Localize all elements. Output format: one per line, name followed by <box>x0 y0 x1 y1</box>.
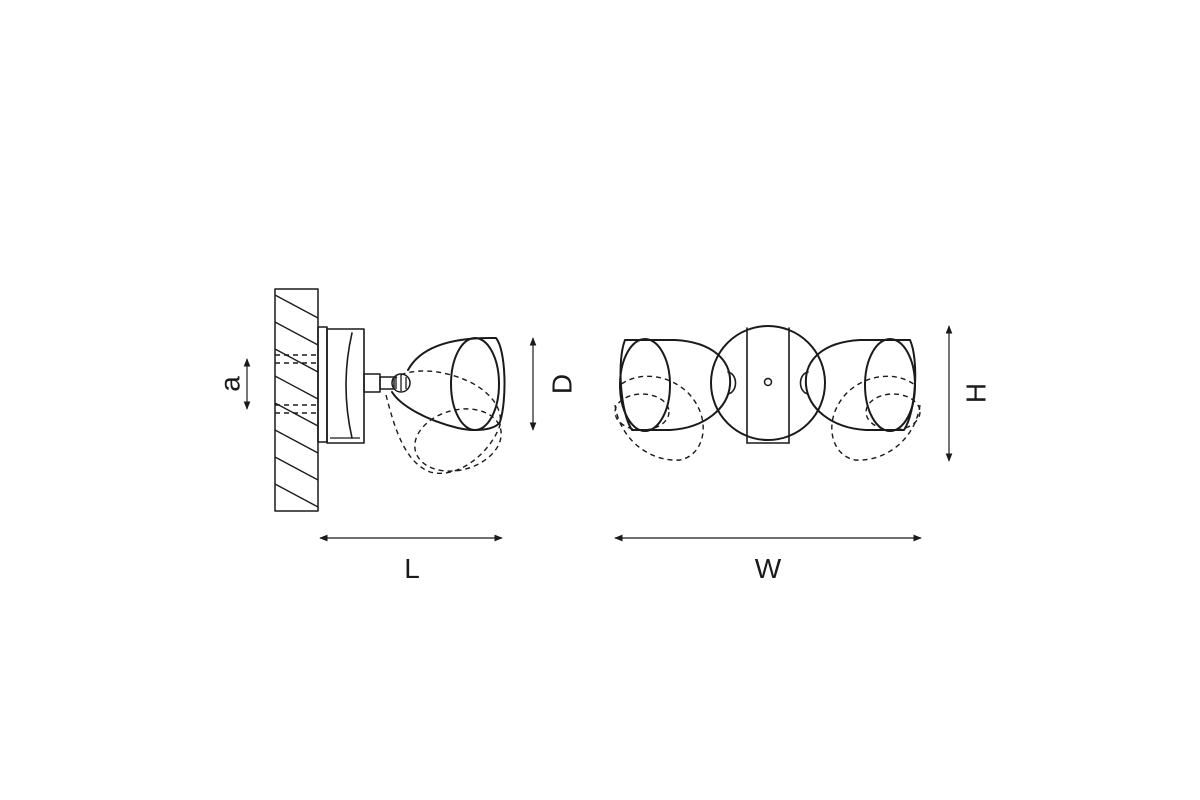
mounting-base <box>317 326 365 444</box>
swivel-joint <box>363 373 411 393</box>
wall-hatched <box>274 288 319 512</box>
dimension-d: D <box>529 337 577 431</box>
front-shade-right-rotated <box>831 375 921 461</box>
dimension-a: a <box>214 358 251 410</box>
label-h: H <box>960 383 991 403</box>
label-l: L <box>404 553 420 584</box>
label-w: W <box>755 553 782 584</box>
dimension-w: W <box>614 534 922 584</box>
front-shade-left <box>619 338 732 432</box>
dimension-l: L <box>319 534 503 584</box>
front-base <box>710 325 826 444</box>
side-view <box>274 288 506 512</box>
dimension-h: H <box>945 325 991 462</box>
front-shade-left-rotated <box>614 375 704 461</box>
label-a: a <box>214 376 245 392</box>
side-shade <box>391 337 506 431</box>
front-view <box>614 325 921 461</box>
label-d: D <box>546 374 577 394</box>
front-shade-right <box>804 338 917 432</box>
side-shade-rotated <box>385 370 502 474</box>
